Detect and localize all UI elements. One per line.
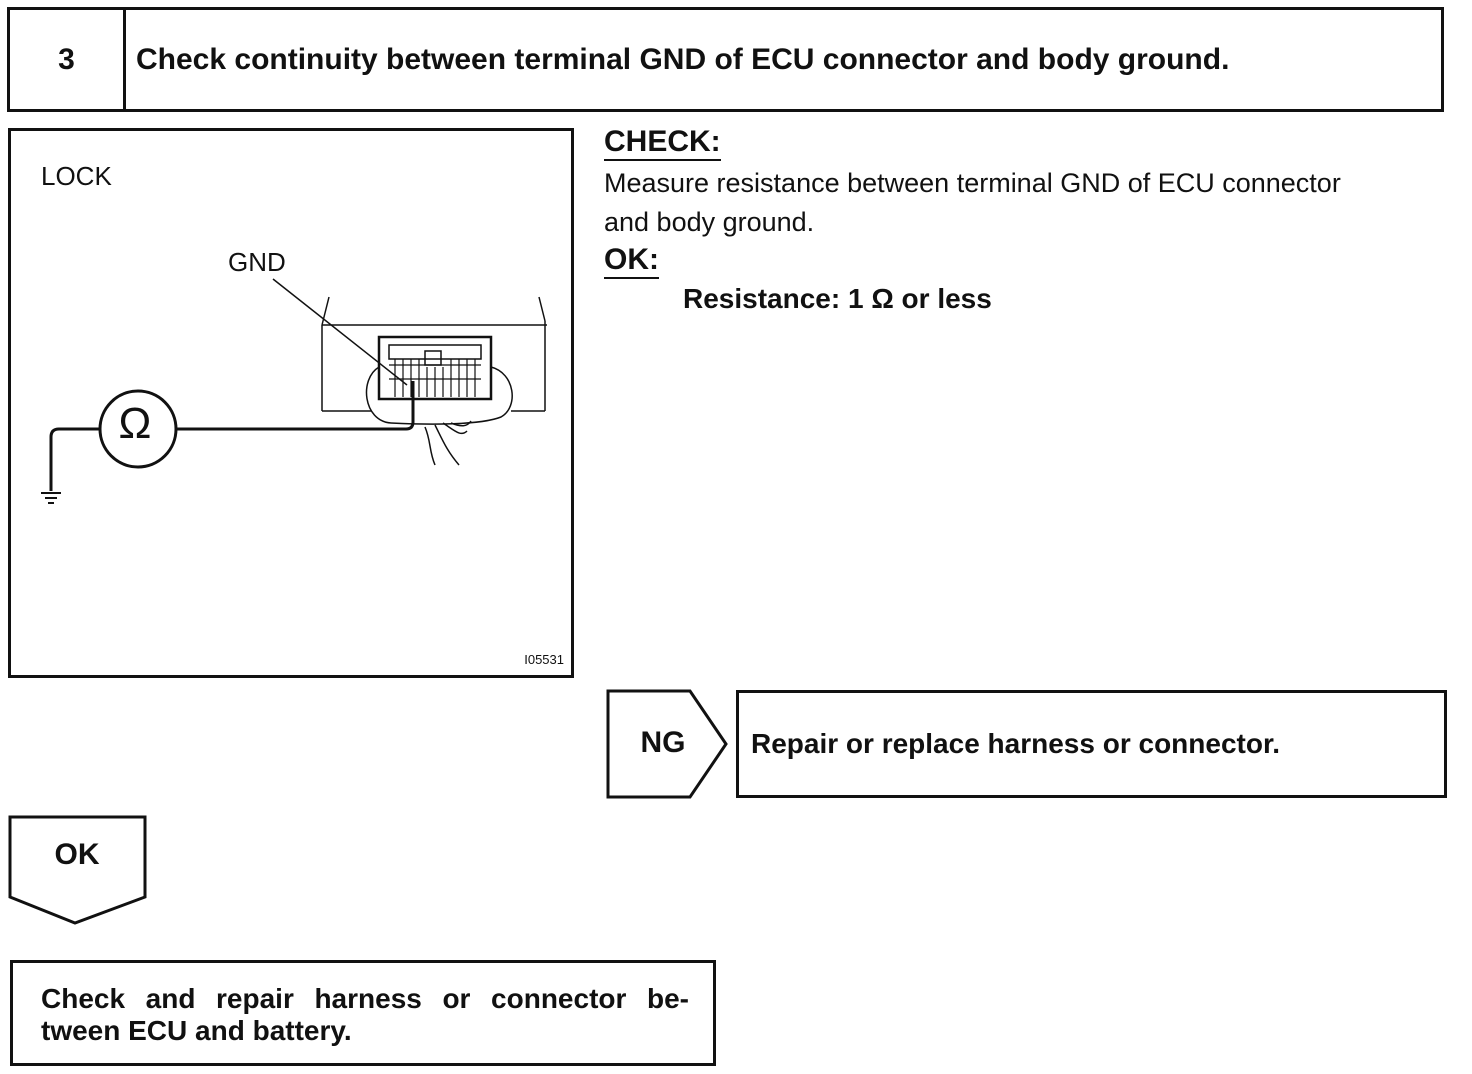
connector-diagram [41,278,547,504]
lock-label: LOCK [41,161,112,191]
ok-heading: OK: [604,243,659,279]
check-text-line2: and body ground. [604,207,815,237]
ohmmeter-icon [98,389,178,469]
resistance-spec: Resistance: 1 Ω or less [683,283,992,314]
wiring-figure: LOCK GND [8,128,574,678]
gnd-label: GND [228,247,286,277]
final-action-box: Check and repair harness or connector be… [10,960,716,1066]
ok-arrow-box [8,815,147,925]
ohm-symbol: Ω [118,399,152,448]
ng-action-text: Repair or replace harness or connector. [751,728,1281,759]
check-text-line1: Measure resistance between terminal GND … [604,168,1341,198]
check-heading: CHECK: [604,125,721,161]
ecu-connector-icon [272,278,547,466]
final-action-line2: tween ECU and battery. [41,1015,352,1046]
ground-symbol-icon [41,492,61,504]
ok-label: OK [54,838,100,871]
ng-label: NG [640,726,686,759]
final-action-line1: Check and repair harness or connector be… [41,983,689,1014]
step-header: 3 Check continuity between terminal GND … [7,7,1444,112]
ng-arrow-box [606,689,728,799]
step-title: Check continuity between terminal GND of… [136,42,1230,76]
ng-action-box: Repair or replace harness or connector. [736,690,1447,798]
step-number: 3 [10,10,126,109]
figure-id: I05531 [524,652,564,667]
